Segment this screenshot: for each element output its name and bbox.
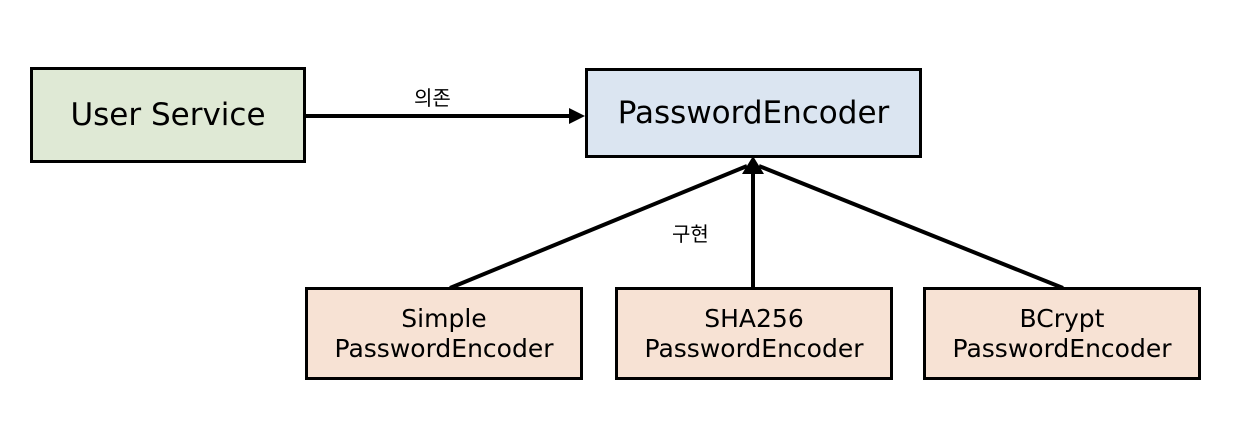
- node-simple-password-encoder-label: Simple PasswordEncoder: [334, 304, 554, 363]
- edge-label-implements: 구현: [672, 222, 709, 246]
- edge-implements: [449, 156, 1064, 290]
- node-user-service-label: User Service: [70, 96, 266, 133]
- node-bcrypt-password-encoder-label: BCrypt PasswordEncoder: [952, 304, 1172, 363]
- edge-implements-line-simple: [449, 164, 748, 290]
- node-bcrypt-password-encoder[interactable]: BCrypt PasswordEncoder: [923, 287, 1201, 380]
- node-password-encoder[interactable]: PasswordEncoder: [585, 68, 922, 158]
- node-user-service[interactable]: User Service: [30, 67, 306, 163]
- node-password-encoder-label: PasswordEncoder: [617, 94, 890, 131]
- edge-implements-line-bcrypt: [758, 164, 1064, 290]
- node-simple-password-encoder[interactable]: Simple PasswordEncoder: [305, 287, 583, 380]
- edge-implements-arrowhead: [742, 156, 764, 174]
- edge-label-depends: 의존: [414, 86, 451, 110]
- edge-depends-arrowhead: [569, 108, 585, 124]
- node-sha256-password-encoder[interactable]: SHA256 PasswordEncoder: [615, 287, 893, 380]
- node-sha256-password-encoder-label: SHA256 PasswordEncoder: [644, 304, 864, 363]
- edge-depends: [306, 108, 585, 124]
